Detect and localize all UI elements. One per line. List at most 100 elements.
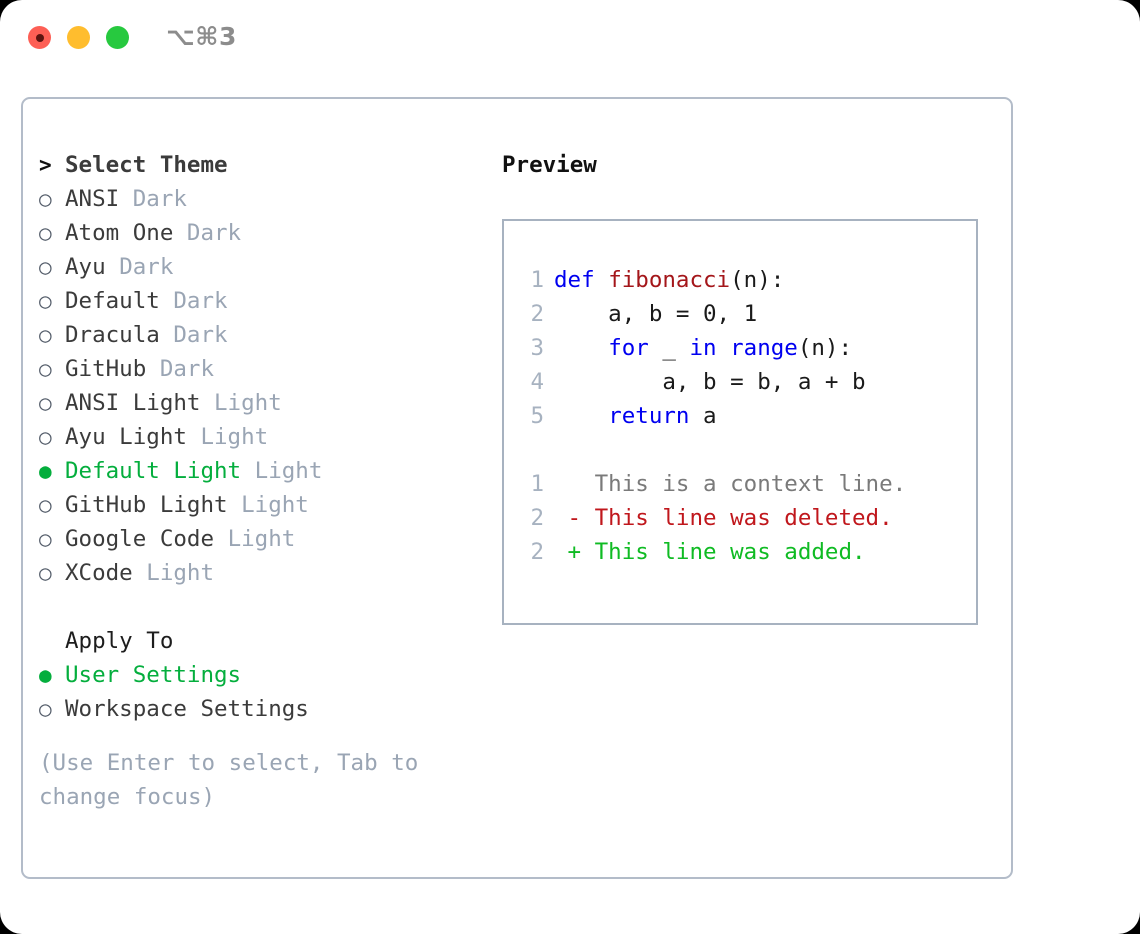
theme-label: ANSI <box>65 186 120 212</box>
theme-option-ayu[interactable]: ○Ayu Dark <box>39 250 489 284</box>
theme-option-atom-one[interactable]: ○Atom One Dark <box>39 216 489 250</box>
line-number: 2 <box>530 301 544 327</box>
theme-category <box>160 284 174 318</box>
diff-line-added: 2 + This line was added. <box>518 535 968 569</box>
theme-category-label: Light <box>146 560 215 586</box>
theme-category <box>228 488 242 522</box>
radio-unselected-icon: ○ <box>39 493 52 517</box>
radio-unselected-icon: ○ <box>39 289 52 313</box>
theme-option-github-light[interactable]: ○ GitHub Light Light <box>39 488 489 522</box>
theme-category-label: Dark <box>186 220 242 246</box>
theme-label: ANSI Light <box>65 390 201 416</box>
close-button[interactable] <box>28 26 51 49</box>
radio-unselected-icon: ○ <box>39 187 52 211</box>
preview-box: 1 def fibonacci(n): 2 a, b = 0, 1 3 for _… <box>502 219 978 625</box>
code-token: a <box>689 403 717 429</box>
theme-option-ansi[interactable]: ○ ANSI Dark <box>39 182 489 216</box>
code-token: def <box>554 267 609 293</box>
keyboard-hint-text: (Use Enter to select, Tab to change focu… <box>39 750 432 810</box>
theme-option-github-dark[interactable]: ○GitHub Dark <box>39 352 489 386</box>
title-bar: ⌥⌘3 <box>0 0 1140 78</box>
line-number: 1 <box>530 471 544 497</box>
code-token: return <box>608 403 690 429</box>
theme-label: XCode <box>65 560 133 586</box>
code-line: 1 def fibonacci(n): <box>518 263 968 297</box>
radio-unselected-icon: ○ <box>39 391 52 415</box>
theme-category <box>133 556 147 590</box>
theme-category-label: Light <box>200 424 269 450</box>
minimize-button[interactable] <box>67 26 90 49</box>
code-token: (n): <box>730 267 785 293</box>
code-sample: 1 def fibonacci(n): 2 a, b = 0, 1 3 for _… <box>518 263 968 569</box>
theme-category-label: Dark <box>132 186 187 212</box>
theme-category <box>119 182 133 216</box>
theme-category-label: Dark <box>173 322 228 348</box>
radio-unselected-icon: ○ <box>39 255 52 279</box>
radio-selected-icon: ● <box>39 459 52 483</box>
line-number: 2 <box>530 505 544 531</box>
theme-category <box>200 386 214 420</box>
diff-line-deleted: 2 - This line was deleted. <box>518 501 968 535</box>
keyboard-shortcut-label: ⌥⌘3 <box>166 22 237 51</box>
radio-unselected-icon: ○ <box>39 323 52 347</box>
theme-category <box>187 420 201 454</box>
code-line: 2 a, b = 0, 1 <box>518 297 968 331</box>
theme-label: GitHub <box>65 356 147 382</box>
prompt-caret-icon: > <box>39 153 52 177</box>
theme-category-label: Dark <box>159 356 215 382</box>
theme-label: Default <box>65 288 160 314</box>
apply-to-marker-spacer <box>39 624 65 658</box>
code-line: 4 a, b = b, a + b <box>518 365 968 399</box>
theme-category <box>241 454 255 488</box>
line-number: 3 <box>530 335 544 361</box>
radio-unselected-icon: ○ <box>39 527 52 551</box>
apply-to-option-workspace-settings[interactable]: ○Workspace Settings <box>39 692 489 726</box>
zoom-button[interactable] <box>106 26 129 49</box>
select-theme-title: Select Theme <box>65 152 228 178</box>
code-token: a, b = 0, 1 <box>554 301 758 327</box>
theme-category-label: Light <box>227 526 296 552</box>
code-token: a, b = b, a + b <box>554 369 866 395</box>
code-token: in <box>689 335 717 361</box>
theme-category <box>146 352 160 386</box>
code-token: for <box>608 335 649 361</box>
code-token <box>554 331 608 365</box>
theme-label: Dracula <box>65 322 160 348</box>
theme-option-ansi-light[interactable]: ○ ANSI Light Light <box>39 386 489 420</box>
code-line: 3 for _ in range(n): <box>518 331 968 365</box>
theme-option-default-dark[interactable]: ○ Default Dark <box>39 284 489 318</box>
select-theme-header: > Select Theme <box>39 148 489 182</box>
traffic-light-controls <box>28 26 129 49</box>
theme-option-google-code[interactable]: ○ Google Code Light <box>39 522 489 556</box>
theme-option-dracula[interactable]: ○ Dracula Dark <box>39 318 489 352</box>
theme-category <box>214 522 228 556</box>
theme-label: GitHub Light <box>65 492 228 518</box>
code-token: fibonacci <box>608 267 731 293</box>
line-number: 4 <box>530 369 544 395</box>
code-token: _ <box>648 335 690 361</box>
diff-line-context: 1 This is a context line. <box>518 467 968 501</box>
apply-to-label: User Settings <box>65 662 242 688</box>
apply-to-header: Apply To <box>39 624 489 658</box>
theme-option-ayu-light[interactable]: ○Ayu Light Light <box>39 420 489 454</box>
theme-label: Google Code <box>65 526 215 552</box>
theme-category-label: Light <box>254 458 323 484</box>
line-number: 2 <box>530 539 544 565</box>
diff-separator <box>518 433 968 467</box>
code-token: range <box>730 335 798 361</box>
radio-selected-icon: ● <box>39 663 52 687</box>
apply-to-option-user-settings[interactable]: ● User Settings <box>39 658 489 692</box>
apply-to-label: Workspace Settings <box>65 696 309 722</box>
theme-category-label: Dark <box>119 254 174 280</box>
theme-category-label: Dark <box>173 288 228 314</box>
line-number: 1 <box>530 267 544 293</box>
code-line: 5 return a <box>518 399 968 433</box>
theme-selector-panel: >Select Theme ○ANSI Dark ○Atom One Dark … <box>21 97 1013 879</box>
theme-category-label: Light <box>241 492 309 518</box>
code-token <box>717 331 731 365</box>
theme-option-xcode[interactable]: ○XCode Light <box>39 556 489 590</box>
diff-text: + This line was added. <box>554 539 866 565</box>
theme-category-label: Light <box>214 390 282 416</box>
theme-option-default-light[interactable]: ●Default Light Light <box>39 454 489 488</box>
